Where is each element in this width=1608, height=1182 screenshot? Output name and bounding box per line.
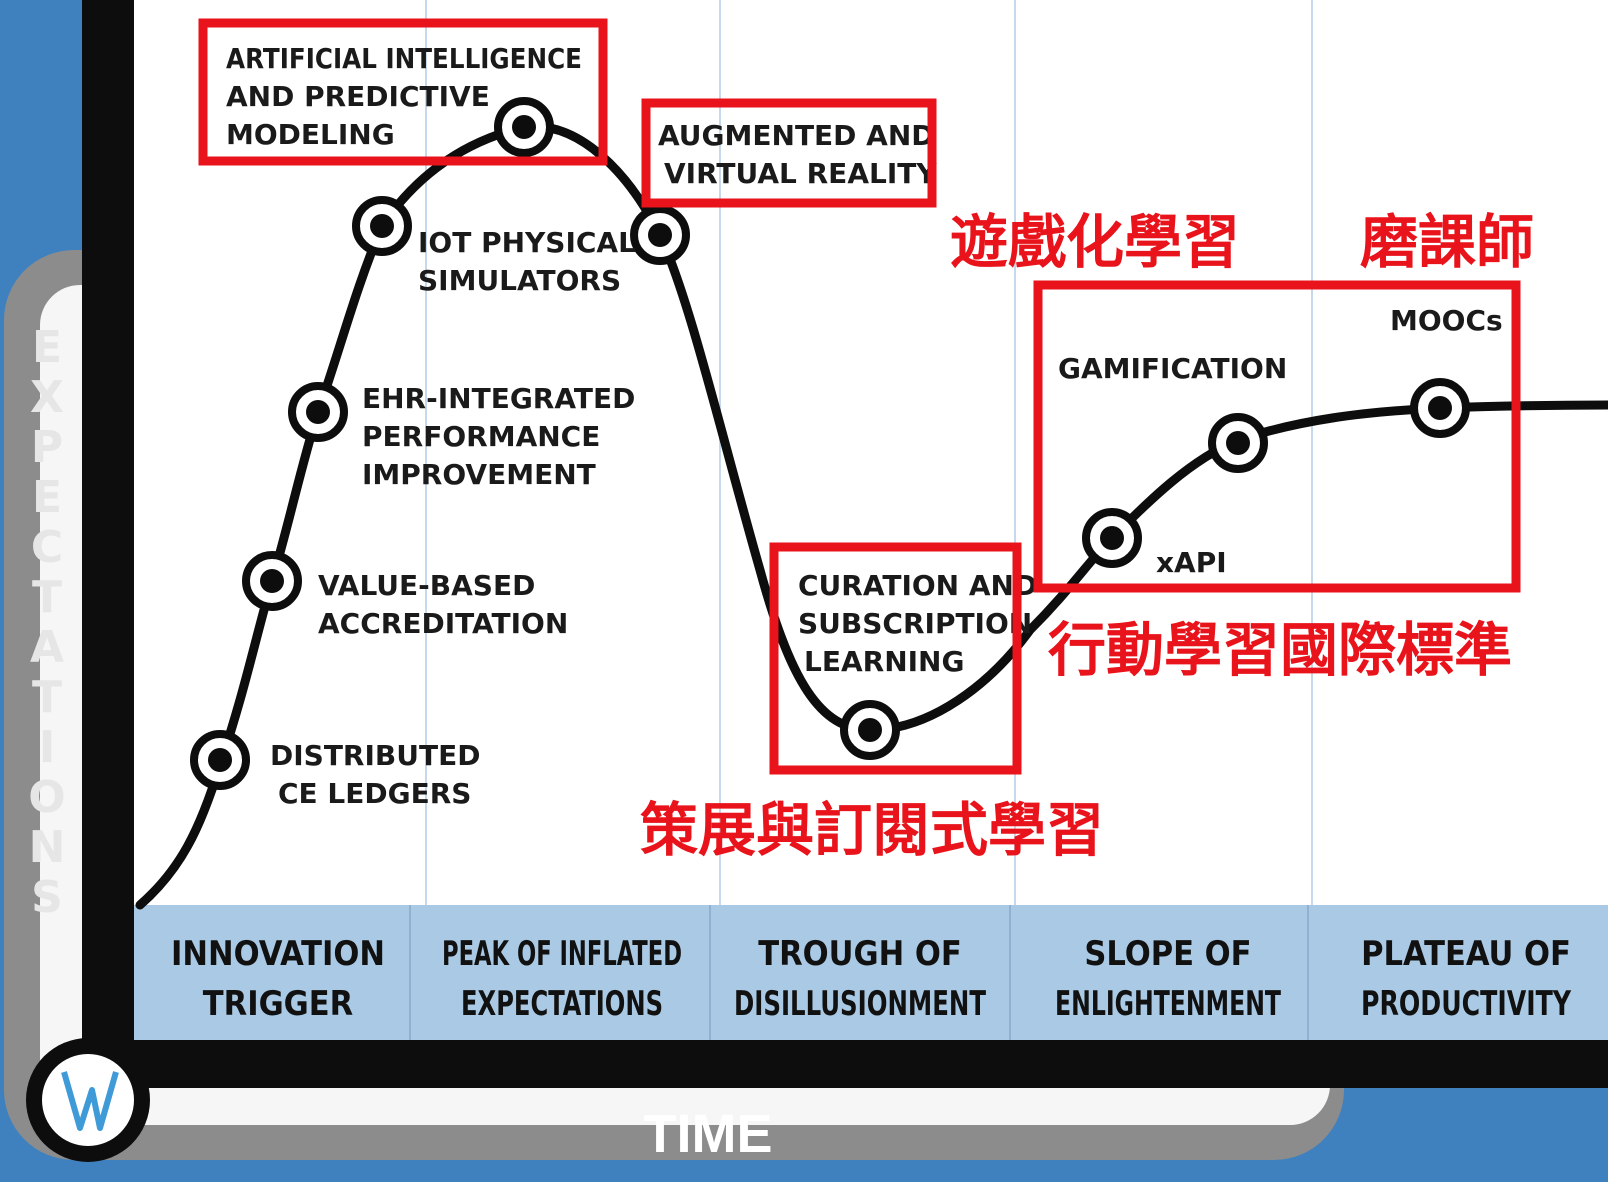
svg-text:O: O (28, 772, 65, 823)
svg-text:I: I (39, 722, 55, 773)
marker-ehr-integrated (288, 382, 348, 442)
svg-text:E: E (32, 322, 62, 373)
marker-curation-subscription (840, 700, 900, 760)
phase-innovation-trigger-line2: TRIGGER (203, 984, 353, 1024)
highlight-box-ar-vr (641, 98, 937, 208)
annotation-curation-zh: 策展與訂閱式學習 (640, 796, 1104, 864)
y-axis (82, 0, 134, 1080)
label-value-based-1: VALUE-BASED (318, 569, 535, 602)
x-axis (82, 1040, 1608, 1088)
phase-trough-line2: DISILLUSIONMENT (734, 984, 986, 1024)
label-value-based-2: ACCREDITATION (318, 607, 568, 640)
label-ai-3: MODELING (226, 118, 395, 151)
phase-slope-line1: SLOPE OF (1084, 934, 1251, 974)
phase-slope-line2: ENLIGHTENMENT (1055, 984, 1281, 1024)
svg-text:T: T (32, 672, 62, 723)
x-axis-title: TIME (644, 1104, 773, 1164)
phase-innovation-trigger-line1: INNOVATION (171, 934, 385, 974)
highlight-box-slope-plateau (1033, 280, 1521, 593)
label-iot-1: IOT PHYSICAL (418, 226, 636, 259)
label-ai-2: AND PREDICTIVE (226, 80, 490, 113)
y-axis-title: E X P E C T A T I O N S (28, 322, 65, 923)
label-curation-3: LEARNING (804, 645, 964, 678)
svg-text:N: N (29, 822, 66, 873)
marker-augmented-virtual-reality (630, 205, 690, 265)
annotation-xapi-zh: 行動學習國際標準 (1048, 616, 1512, 684)
technology-labels: DISTRIBUTED CE LEDGERS VALUE-BASED ACCRE… (226, 42, 1503, 810)
label-gamification: GAMIFICATION (1058, 352, 1287, 385)
svg-text:S: S (31, 872, 63, 923)
phase-band-dividers (409, 905, 1309, 1040)
phase-peak-line1: PEAK OF INFLATED (442, 934, 682, 974)
annotation-gamification-zh: 遊戲化學習 (950, 208, 1240, 276)
label-curation-1: CURATION AND (798, 569, 1037, 602)
marker-value-based-accreditation (242, 551, 302, 611)
svg-text:T: T (32, 572, 62, 623)
label-distributed-ce-ledgers-1: DISTRIBUTED (270, 739, 480, 772)
marker-gamification (1208, 413, 1268, 473)
phase-peak-line2: EXPECTATIONS (461, 984, 663, 1024)
label-ar-vr-2: VIRTUAL REALITY (664, 157, 937, 190)
svg-text:A: A (30, 622, 64, 673)
phase-labels: INNOVATION TRIGGER PEAK OF INFLATED EXPE… (171, 934, 1572, 1024)
highlight-boxes (198, 18, 1521, 775)
marker-moocs (1410, 378, 1470, 438)
phase-band (130, 905, 1608, 1040)
highlight-box-ai (198, 18, 608, 166)
label-ai-1: ARTIFICIAL INTELLIGENCE (226, 42, 582, 75)
chinese-annotations: 遊戲化學習 磨課師 行動學習國際標準 策展與訂閱式學習 (640, 208, 1534, 864)
svg-text:P: P (31, 422, 63, 473)
phase-plateau-line2: PRODUCTIVITY (1361, 984, 1572, 1024)
phase-trough-line1: TROUGH OF (758, 934, 962, 974)
phase-plateau-line1: PLATEAU OF (1361, 934, 1571, 974)
annotation-moocs-zh: 磨課師 (1360, 208, 1534, 276)
label-ehr-1: EHR-INTEGRATED (362, 382, 635, 415)
marker-xapi (1082, 508, 1142, 568)
svg-text:E: E (32, 472, 62, 523)
label-iot-2: SIMULATORS (418, 264, 621, 297)
marker-iot-physical-simulators (352, 196, 412, 256)
logo (26, 1038, 150, 1162)
svg-text:C: C (31, 522, 63, 573)
label-ehr-2: PERFORMANCE (362, 420, 600, 453)
label-ar-vr-1: AUGMENTED AND (658, 119, 935, 152)
label-curation-2: SUBSCRIPTION (798, 607, 1032, 640)
marker-artificial-intelligence (494, 97, 554, 157)
curve-markers (190, 97, 1470, 790)
highlight-box-curation (769, 542, 1022, 775)
marker-distributed-ce-ledgers (190, 730, 250, 790)
label-distributed-ce-ledgers-2: CE LEDGERS (278, 777, 471, 810)
svg-text:X: X (30, 372, 64, 423)
label-ehr-3: IMPROVEMENT (362, 458, 596, 491)
label-xapi: xAPI (1156, 546, 1227, 579)
plot-area (105, 0, 1608, 1070)
label-moocs: MOOCs (1390, 304, 1503, 337)
